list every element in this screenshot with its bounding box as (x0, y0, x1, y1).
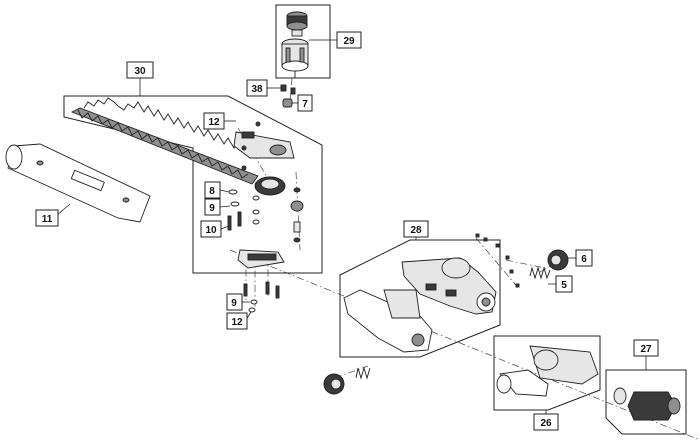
screws-9-12: 9 12 (226, 281, 280, 330)
callout-12-top: 12 (208, 117, 220, 128)
gear-6-spring-5: 6 5 (529, 249, 593, 293)
housing-screws (475, 233, 520, 288)
gear-base-plate (237, 249, 285, 269)
assembly-centerlines (229, 77, 700, 441)
callout-6: 6 (581, 254, 587, 265)
callout-8: 8 (209, 186, 215, 197)
pinion-gear (290, 187, 304, 243)
callout-26: 26 (540, 418, 552, 429)
frame-28-housing: 28 (339, 220, 520, 358)
loose-gear-spring (323, 366, 371, 395)
cutter-blade (70, 97, 259, 185)
callout-5: 5 (561, 280, 567, 291)
callout-29: 29 (343, 36, 355, 47)
callout-11: 11 (42, 214, 53, 225)
nut-7 (282, 98, 293, 108)
screw-38 (280, 84, 287, 92)
callout-27: 27 (640, 344, 652, 355)
motor-can (281, 38, 309, 78)
screw-38b (290, 87, 296, 95)
callout-38: 38 (251, 84, 263, 95)
callout-9-top: 9 (209, 203, 215, 214)
blade-cover-11: 11 (5, 143, 151, 227)
frame-27-coupler: 27 (605, 339, 687, 435)
spring-5 (529, 266, 551, 280)
frame-30-hedge-head: 30 (63, 61, 323, 274)
frame-29-motor: 29 (275, 4, 362, 79)
callout-9-bottom: 9 (231, 298, 237, 309)
callout-7: 7 (302, 99, 308, 110)
callout-12-bottom: 12 (231, 317, 243, 328)
fasteners-38-7: 38 7 (246, 79, 313, 112)
callout-28: 28 (410, 225, 422, 236)
callout-30: 30 (134, 66, 146, 77)
housing-half-lower (343, 289, 433, 353)
frame-26-gear-housing: 26 (493, 335, 601, 431)
callout-29-box (336, 31, 362, 49)
crank-gear (254, 176, 286, 196)
gear-housing-top (233, 131, 295, 159)
housing-half-upper (401, 257, 497, 315)
spacer-parts (227, 121, 261, 231)
callout-10: 10 (205, 225, 217, 236)
motor-knob (286, 11, 308, 37)
